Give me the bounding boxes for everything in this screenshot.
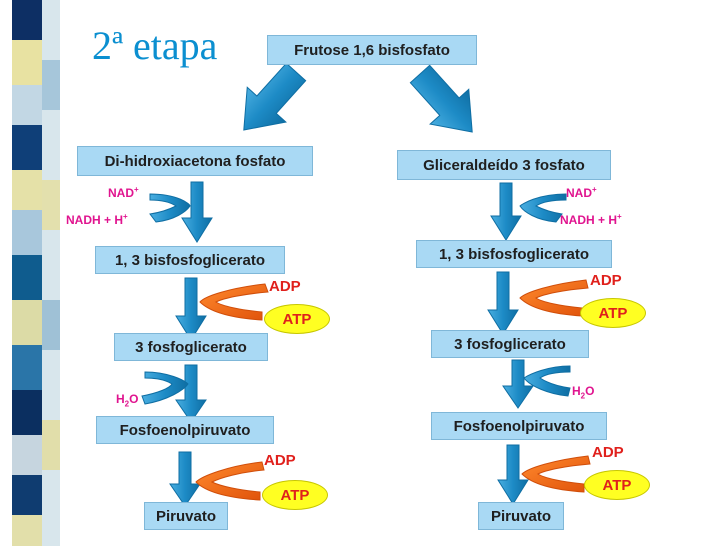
h2o-label-left: H2O	[116, 392, 139, 409]
slide-title: 2ª etapa	[92, 23, 218, 68]
down-arrow-right-1	[490, 182, 522, 241]
decorative-stripe-border	[0, 0, 60, 546]
nad-label-right: NAD+	[566, 185, 597, 200]
atp-curve-left-2	[195, 461, 265, 501]
h2o-curve-left	[141, 371, 189, 405]
node-bisfosfoglicerato-right: 1, 3 bisfosfoglicerato	[416, 240, 612, 268]
node-fosfoenolpiruvato-right: Fosfoenolpiruvato	[431, 412, 607, 440]
down-arrow-left-1	[181, 181, 213, 243]
down-arrow-left-4	[169, 451, 201, 507]
node-frutose-bisfosfato: Frutose 1,6 bisfosfato	[267, 35, 477, 65]
down-arrow-right-3	[502, 359, 534, 409]
down-arrow-left-2	[175, 277, 207, 341]
nad-curve-right	[519, 193, 567, 223]
atp-ellipse-right-1: ATP	[580, 298, 646, 328]
atp-ellipse-right-2: ATP	[584, 470, 650, 500]
node-dihidroxiacetona-fosfato: Di-hidroxiacetona fosfato	[77, 146, 313, 176]
h2o-label-right: H2O	[572, 384, 595, 401]
node-fosfoglicerato-left: 3 fosfoglicerato	[114, 333, 268, 361]
node-piruvato-left: Piruvato	[144, 502, 228, 530]
diagonal-arrow-left	[243, 62, 307, 131]
atp-ellipse-left-1: ATP	[264, 304, 330, 334]
adp-label-right-1: ADP	[590, 272, 622, 289]
node-fosfoenolpiruvato-left: Fosfoenolpiruvato	[96, 416, 274, 444]
nadh-label-left: NADH + H+	[66, 212, 128, 227]
adp-label-right-2: ADP	[592, 444, 624, 461]
node-gliceraldeido-fosfato: Gliceraldeído 3 fosfato	[397, 150, 611, 180]
nadh-label-right: NADH + H+	[560, 212, 622, 227]
node-fosfoglicerato-right: 3 fosfoglicerato	[431, 330, 589, 358]
atp-curve-right-1	[519, 279, 589, 317]
down-arrow-right-4	[497, 444, 529, 505]
node-bisfosfoglicerato-left: 1, 3 bisfosfoglicerato	[95, 246, 285, 274]
nad-curve-left	[149, 193, 191, 223]
adp-label-left-2: ADP	[264, 452, 296, 469]
nad-label-left: NAD+	[108, 185, 139, 200]
diagonal-arrow-right	[409, 64, 473, 133]
down-arrow-left-3	[175, 364, 207, 423]
atp-curve-left-1	[199, 283, 269, 321]
down-arrow-right-2	[487, 271, 519, 335]
atp-curve-right-2	[521, 455, 591, 493]
adp-label-left-1: ADP	[269, 278, 301, 295]
atp-ellipse-left-2: ATP	[262, 480, 328, 510]
node-piruvato-right: Piruvato	[478, 502, 564, 530]
h2o-curve-right	[523, 365, 571, 397]
